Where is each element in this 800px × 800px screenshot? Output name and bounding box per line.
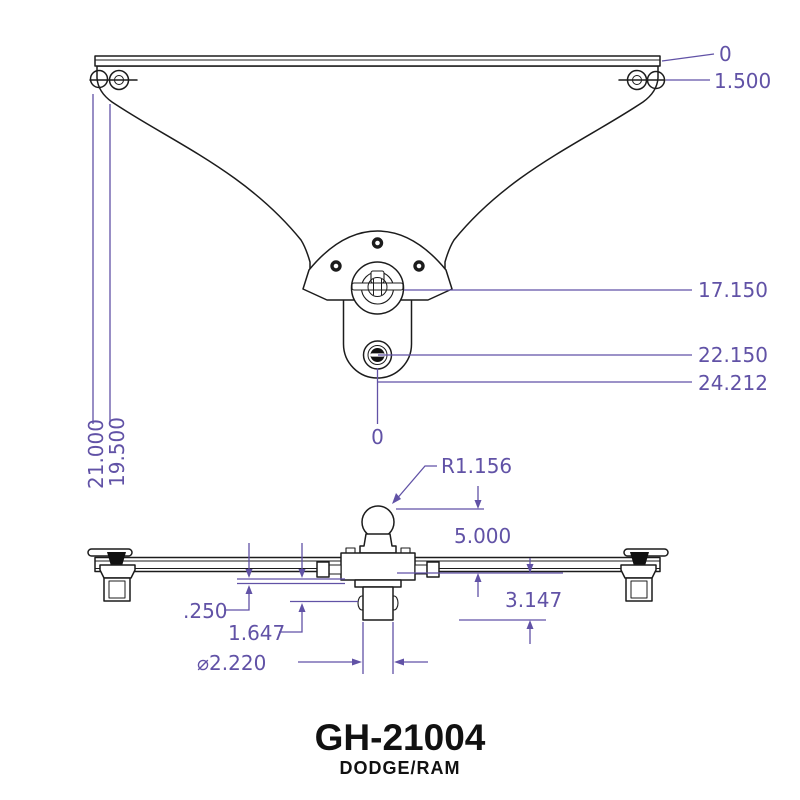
- dim-clip-offset: 1.500: [714, 69, 771, 93]
- ball-height-dim: 5.000: [396, 486, 511, 597]
- dim-drop-offset: 1.647: [228, 621, 285, 645]
- left-handle-assembly: [87, 548, 136, 602]
- t-pin-handle: [351, 282, 404, 291]
- drop-offset-dim: 1.647: [228, 543, 358, 645]
- dim-lock-pin-center: 22.150: [698, 343, 768, 367]
- under-rail-dim: 3.147: [397, 558, 563, 644]
- ball-neck: [359, 533, 397, 554]
- ball-radius-leader: R1.156: [392, 454, 512, 504]
- post-diameter-dim: ⌀2.220: [197, 622, 428, 675]
- title-block: GH-21004 DODGE/RAM: [315, 717, 486, 778]
- lock-post: [362, 586, 394, 621]
- hitch-ball: [361, 505, 395, 539]
- rail-thickness-dim: .250: [183, 543, 345, 623]
- dim-rail-thickness: .250: [183, 599, 228, 623]
- left-pin-clip: [89, 69, 138, 91]
- right-pin-clip: [618, 69, 666, 91]
- dim-post-diameter: ⌀2.220: [197, 651, 266, 675]
- front-view-dimensions: R1.156 5.000 3.147: [183, 454, 563, 675]
- dim-plate-bottom: 24.212: [698, 371, 768, 395]
- dim-center-zero: 0: [371, 425, 384, 449]
- dim-ball-pin-center: 17.150: [698, 278, 768, 302]
- rivet-holes: [330, 237, 425, 272]
- leader-datum-zero: [661, 53, 715, 62]
- front-view: R1.156 5.000 3.147: [87, 454, 669, 675]
- application-label: DODGE/RAM: [340, 758, 461, 778]
- gooseneck-ball-assembly: [316, 505, 440, 621]
- dim-pin-span: 19.500: [105, 417, 129, 487]
- ball-socket-boss: [350, 261, 405, 315]
- dim-overall-length: 21.000: [84, 419, 108, 489]
- post-flange: [354, 579, 402, 588]
- dim-ball-radius: R1.156: [441, 454, 512, 478]
- mounting-block: [340, 552, 416, 581]
- right-handle-assembly: [620, 548, 669, 602]
- dim-datum-zero: 0: [719, 42, 732, 66]
- dim-ball-height: 5.000: [454, 524, 511, 548]
- left-bolt: [316, 561, 342, 578]
- top-view: 0 1.500 17.150 22.150 24.212 21.000 19.5…: [84, 42, 771, 489]
- top-view-dimensions: 0 1.500 17.150 22.150 24.212 21.000 19.5…: [84, 42, 771, 489]
- part-number: GH-21004: [315, 717, 486, 758]
- dim-under-rail: 3.147: [505, 588, 562, 612]
- cross-rail: [94, 55, 661, 67]
